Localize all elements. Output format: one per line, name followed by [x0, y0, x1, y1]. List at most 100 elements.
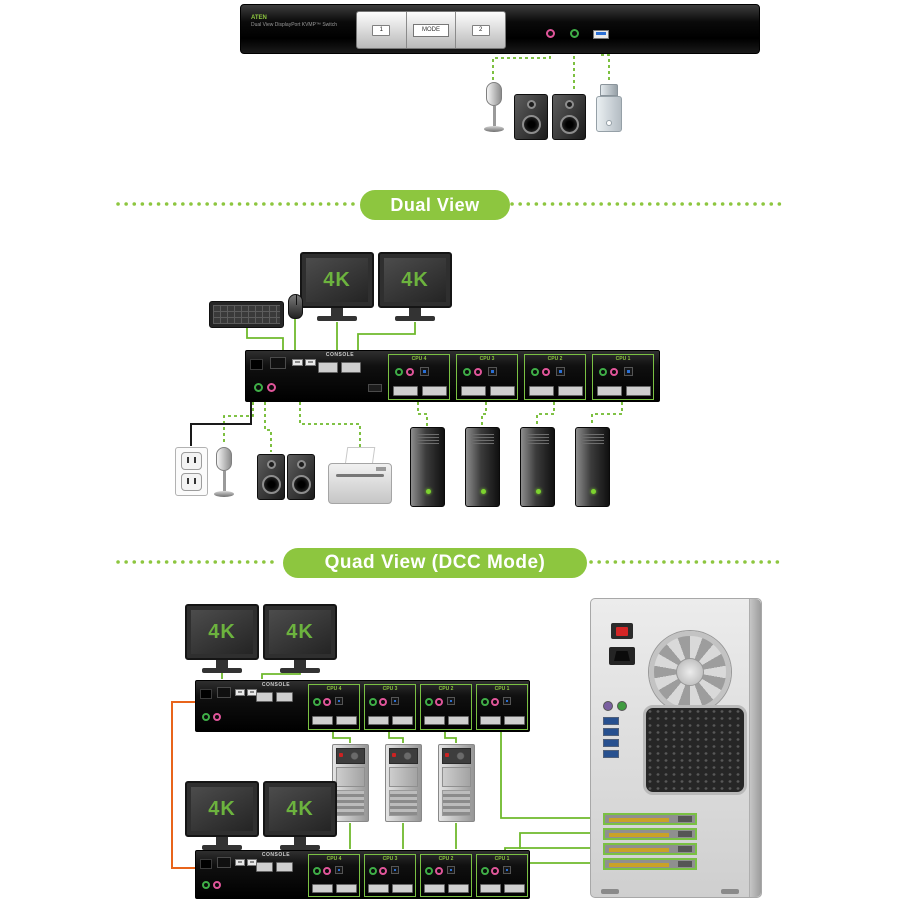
usb-b-port — [556, 367, 565, 376]
displayport-port — [312, 716, 333, 725]
keyboard — [209, 301, 284, 328]
mic-jack — [406, 368, 414, 376]
displayport-port — [504, 884, 525, 893]
cpu-label: CPU 2 — [438, 856, 454, 862]
mic-jack — [610, 368, 618, 376]
monitor-resolution-label: 4K — [269, 610, 331, 654]
displayport-port — [480, 716, 501, 725]
displayport-port — [626, 386, 651, 396]
ps2-keyboard-port — [603, 701, 613, 711]
mic-jack — [435, 698, 443, 706]
console-usb-keyboard-port — [235, 859, 245, 866]
printer — [328, 447, 392, 504]
audio-jack — [425, 698, 433, 706]
console-mic-jack — [213, 881, 221, 889]
usb-b-port — [420, 367, 429, 376]
mic-jack — [491, 698, 499, 706]
cpu-label: CPU 4 — [326, 686, 342, 692]
cpu-port-group: CPU 2 — [420, 854, 472, 897]
cpu-port-group: CPU 3 — [456, 354, 518, 400]
audio-jack — [395, 368, 403, 376]
displayport-port — [312, 884, 333, 893]
displayport-port — [558, 386, 583, 396]
front-mic-jack — [546, 29, 555, 38]
brand-text: ATEN — [251, 15, 267, 21]
displayport-port — [448, 884, 469, 893]
cpu-port-group: CPU 1 — [592, 354, 654, 400]
displayport-port — [529, 386, 554, 396]
speaker-right — [287, 454, 315, 500]
cpu-port-group: CPU 1 — [476, 854, 528, 897]
cpu-port-group: CPU 2 — [524, 354, 586, 400]
cpu-port-group: CPU 1 — [476, 684, 528, 730]
cpu-label: CPU 2 — [438, 686, 454, 692]
console-label: CONSOLE — [261, 682, 291, 688]
monitor-4k: 4K — [378, 252, 452, 321]
quad-view-banner: Quad View (DCC Mode) — [283, 548, 587, 578]
cpu-label: CPU 3 — [382, 686, 398, 692]
cpu-label: CPU 4 — [326, 856, 342, 862]
usb-b-port — [335, 697, 343, 705]
monitor-resolution-label: 4K — [191, 610, 253, 654]
graphics-card-slot — [603, 858, 697, 870]
console-speaker-jack — [254, 383, 263, 392]
speaker-right — [552, 94, 586, 140]
mesh-vent — [643, 705, 747, 795]
usb-flash-drive — [596, 84, 622, 132]
monitor-4k: 4K — [263, 604, 337, 673]
usb-b-port — [488, 367, 497, 376]
microphone — [212, 447, 236, 497]
cpu-label: CPU 3 — [382, 856, 398, 862]
console-usb-mouse-port — [305, 359, 316, 366]
computer-tower-rear — [438, 744, 475, 822]
usb-b-port — [503, 697, 511, 705]
cpu-label: CPU 3 — [479, 356, 495, 362]
mic-jack — [491, 867, 499, 875]
monitor-resolution-label: 4K — [191, 787, 253, 831]
cpu-port-group: CPU 4 — [308, 854, 360, 897]
cpu-label: CPU 1 — [615, 356, 631, 362]
mic-jack — [323, 698, 331, 706]
displayport-port — [480, 884, 501, 893]
console-displayport-2 — [276, 862, 293, 872]
power-switch — [611, 623, 633, 639]
mic-jack — [435, 867, 443, 875]
displayport-port — [490, 386, 515, 396]
computer-tower — [465, 427, 500, 507]
mic-jack — [379, 698, 387, 706]
monitor-4k: 4K — [300, 252, 374, 321]
displayport-port — [424, 716, 445, 725]
displayport-port — [424, 884, 445, 893]
dcc-port — [217, 857, 231, 868]
cpu-port-group: CPU 4 — [388, 354, 450, 400]
dual-view-banner: Dual View — [360, 190, 510, 220]
kvm-rear-panel-quad-1: CONSOLE CPU 4 CPU 3 CPU 2 — [195, 680, 530, 732]
console-mic-jack — [213, 713, 221, 721]
console-displayport-1 — [256, 862, 273, 872]
mic-jack — [379, 867, 387, 875]
cpu-label: CPU 1 — [494, 686, 510, 692]
audio-jack — [425, 867, 433, 875]
firmware-port — [368, 384, 382, 392]
displayport-port — [461, 386, 486, 396]
computer-tower-rear — [332, 744, 369, 822]
microphone — [482, 82, 506, 132]
console-usb-keyboard-port — [235, 689, 245, 696]
power-outlet — [175, 447, 208, 496]
usb-port — [603, 728, 619, 736]
port-select-button-1: 1 — [372, 24, 391, 36]
cpu-label: CPU 2 — [547, 356, 563, 362]
usb-port — [603, 739, 619, 747]
cpu-port-group: CPU 3 — [364, 854, 416, 897]
speaker-left — [257, 454, 285, 500]
power-inlet — [250, 359, 263, 370]
dcc-port — [217, 687, 231, 698]
console-displayport-2 — [341, 362, 361, 373]
computer-tower — [410, 427, 445, 507]
displayport-port — [504, 716, 525, 725]
speaker-left — [514, 94, 548, 140]
dcc-port — [270, 357, 286, 369]
audio-jack — [369, 867, 377, 875]
usb-b-port — [447, 697, 455, 705]
